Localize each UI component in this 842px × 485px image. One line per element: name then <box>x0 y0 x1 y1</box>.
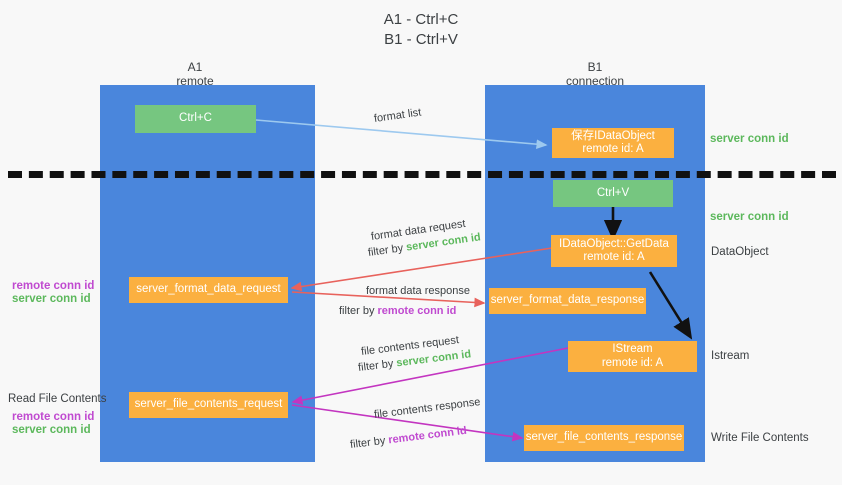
column-a1-name: A1 <box>187 60 203 74</box>
box-save-idataobject-line1: 保存IDataObject <box>571 129 655 142</box>
caption-format-data-response: format data response <box>366 285 470 297</box>
label-server-conn-id-left-mid: server conn id <box>12 293 91 305</box>
label-server-conn-id-mid: server conn id <box>710 211 789 223</box>
box-istream[interactable]: IStream remote id: A <box>568 341 697 372</box>
box-server-file-contents-request[interactable]: server_file_contents_request <box>129 392 288 418</box>
label-remote-conn-id-bottom: remote conn id <box>12 411 95 423</box>
title-line-1: A1 - Ctrl+C <box>383 11 459 28</box>
column-a1-role: remote <box>176 74 214 88</box>
box-ctrl-c-label: Ctrl+C <box>179 112 212 125</box>
caption-format-data-request-filter-prefix: filter by <box>367 241 408 260</box>
diagram-title: A1 - Ctrl+C B1 - Ctrl+V <box>0 10 842 50</box>
caption-file-contents-response-filter-prefix: filter by <box>349 434 390 452</box>
box-server-format-data-response-label: server_format_data_response <box>490 294 645 307</box>
caption-file-contents-response-filter-key: remote conn id <box>387 424 468 447</box>
box-server-file-contents-response[interactable]: server_file_contents_response <box>524 425 684 451</box>
box-server-format-data-request-label: server_format_data_request <box>136 283 281 296</box>
box-getdata-line2: remote id: A <box>583 251 645 263</box>
phase-separator-dashed-line <box>8 171 836 178</box>
column-b1-role: connection <box>565 74 625 88</box>
box-ctrl-c[interactable]: Ctrl+C <box>135 105 256 133</box>
box-istream-line1: IStream <box>612 343 653 355</box>
box-server-format-data-request[interactable]: server_format_data_request <box>129 277 288 303</box>
box-istream-line2: remote id: A <box>601 356 664 369</box>
column-header-a1: A1 remote <box>115 60 275 88</box>
box-getdata-line1: IDataObject::GetData <box>559 237 669 250</box>
label-write-file-contents: Write File Contents <box>711 432 809 444</box>
label-read-file-contents: Read File Contents <box>8 393 107 405</box>
box-server-file-contents-request-label: server_file_contents_request <box>134 398 283 411</box>
box-ctrl-v-label: Ctrl+V <box>596 186 630 199</box>
column-header-b1: B1 connection <box>515 60 675 88</box>
caption-format-data-response-filter-prefix: filter by <box>339 305 378 317</box>
box-ctrl-v[interactable]: Ctrl+V <box>553 180 673 207</box>
title-line-2: B1 - Ctrl+V <box>384 31 458 48</box>
box-save-idataobject[interactable]: 保存IDataObject remote id: A <box>552 128 674 158</box>
caption-file-contents-response-filter: filter by remote conn id <box>349 424 467 452</box>
label-dataobject: DataObject <box>711 246 769 258</box>
box-server-format-data-response[interactable]: server_format_data_response <box>489 288 646 314</box>
label-server-conn-id-bottom: server conn id <box>12 424 91 436</box>
box-save-idataobject-line2: remote id: A <box>582 143 644 155</box>
box-idataobject-getdata[interactable]: IDataObject::GetData remote id: A <box>551 235 677 267</box>
label-server-conn-id-top: server conn id <box>710 133 789 145</box>
caption-file-contents-response: file contents response <box>373 396 482 422</box>
label-remote-conn-id-mid: remote conn id <box>12 280 95 292</box>
column-b1-name: B1 <box>587 60 603 74</box>
caption-file-contents-request-filter-prefix: filter by <box>357 357 398 375</box>
box-server-file-contents-response-label: server_file_contents_response <box>525 431 683 444</box>
caption-format-list: format list <box>373 106 423 126</box>
label-istream: Istream <box>711 350 750 362</box>
caption-format-data-response-filter-key: remote conn id <box>377 305 457 317</box>
caption-format-data-response-filter: filter by remote conn id <box>339 304 456 318</box>
